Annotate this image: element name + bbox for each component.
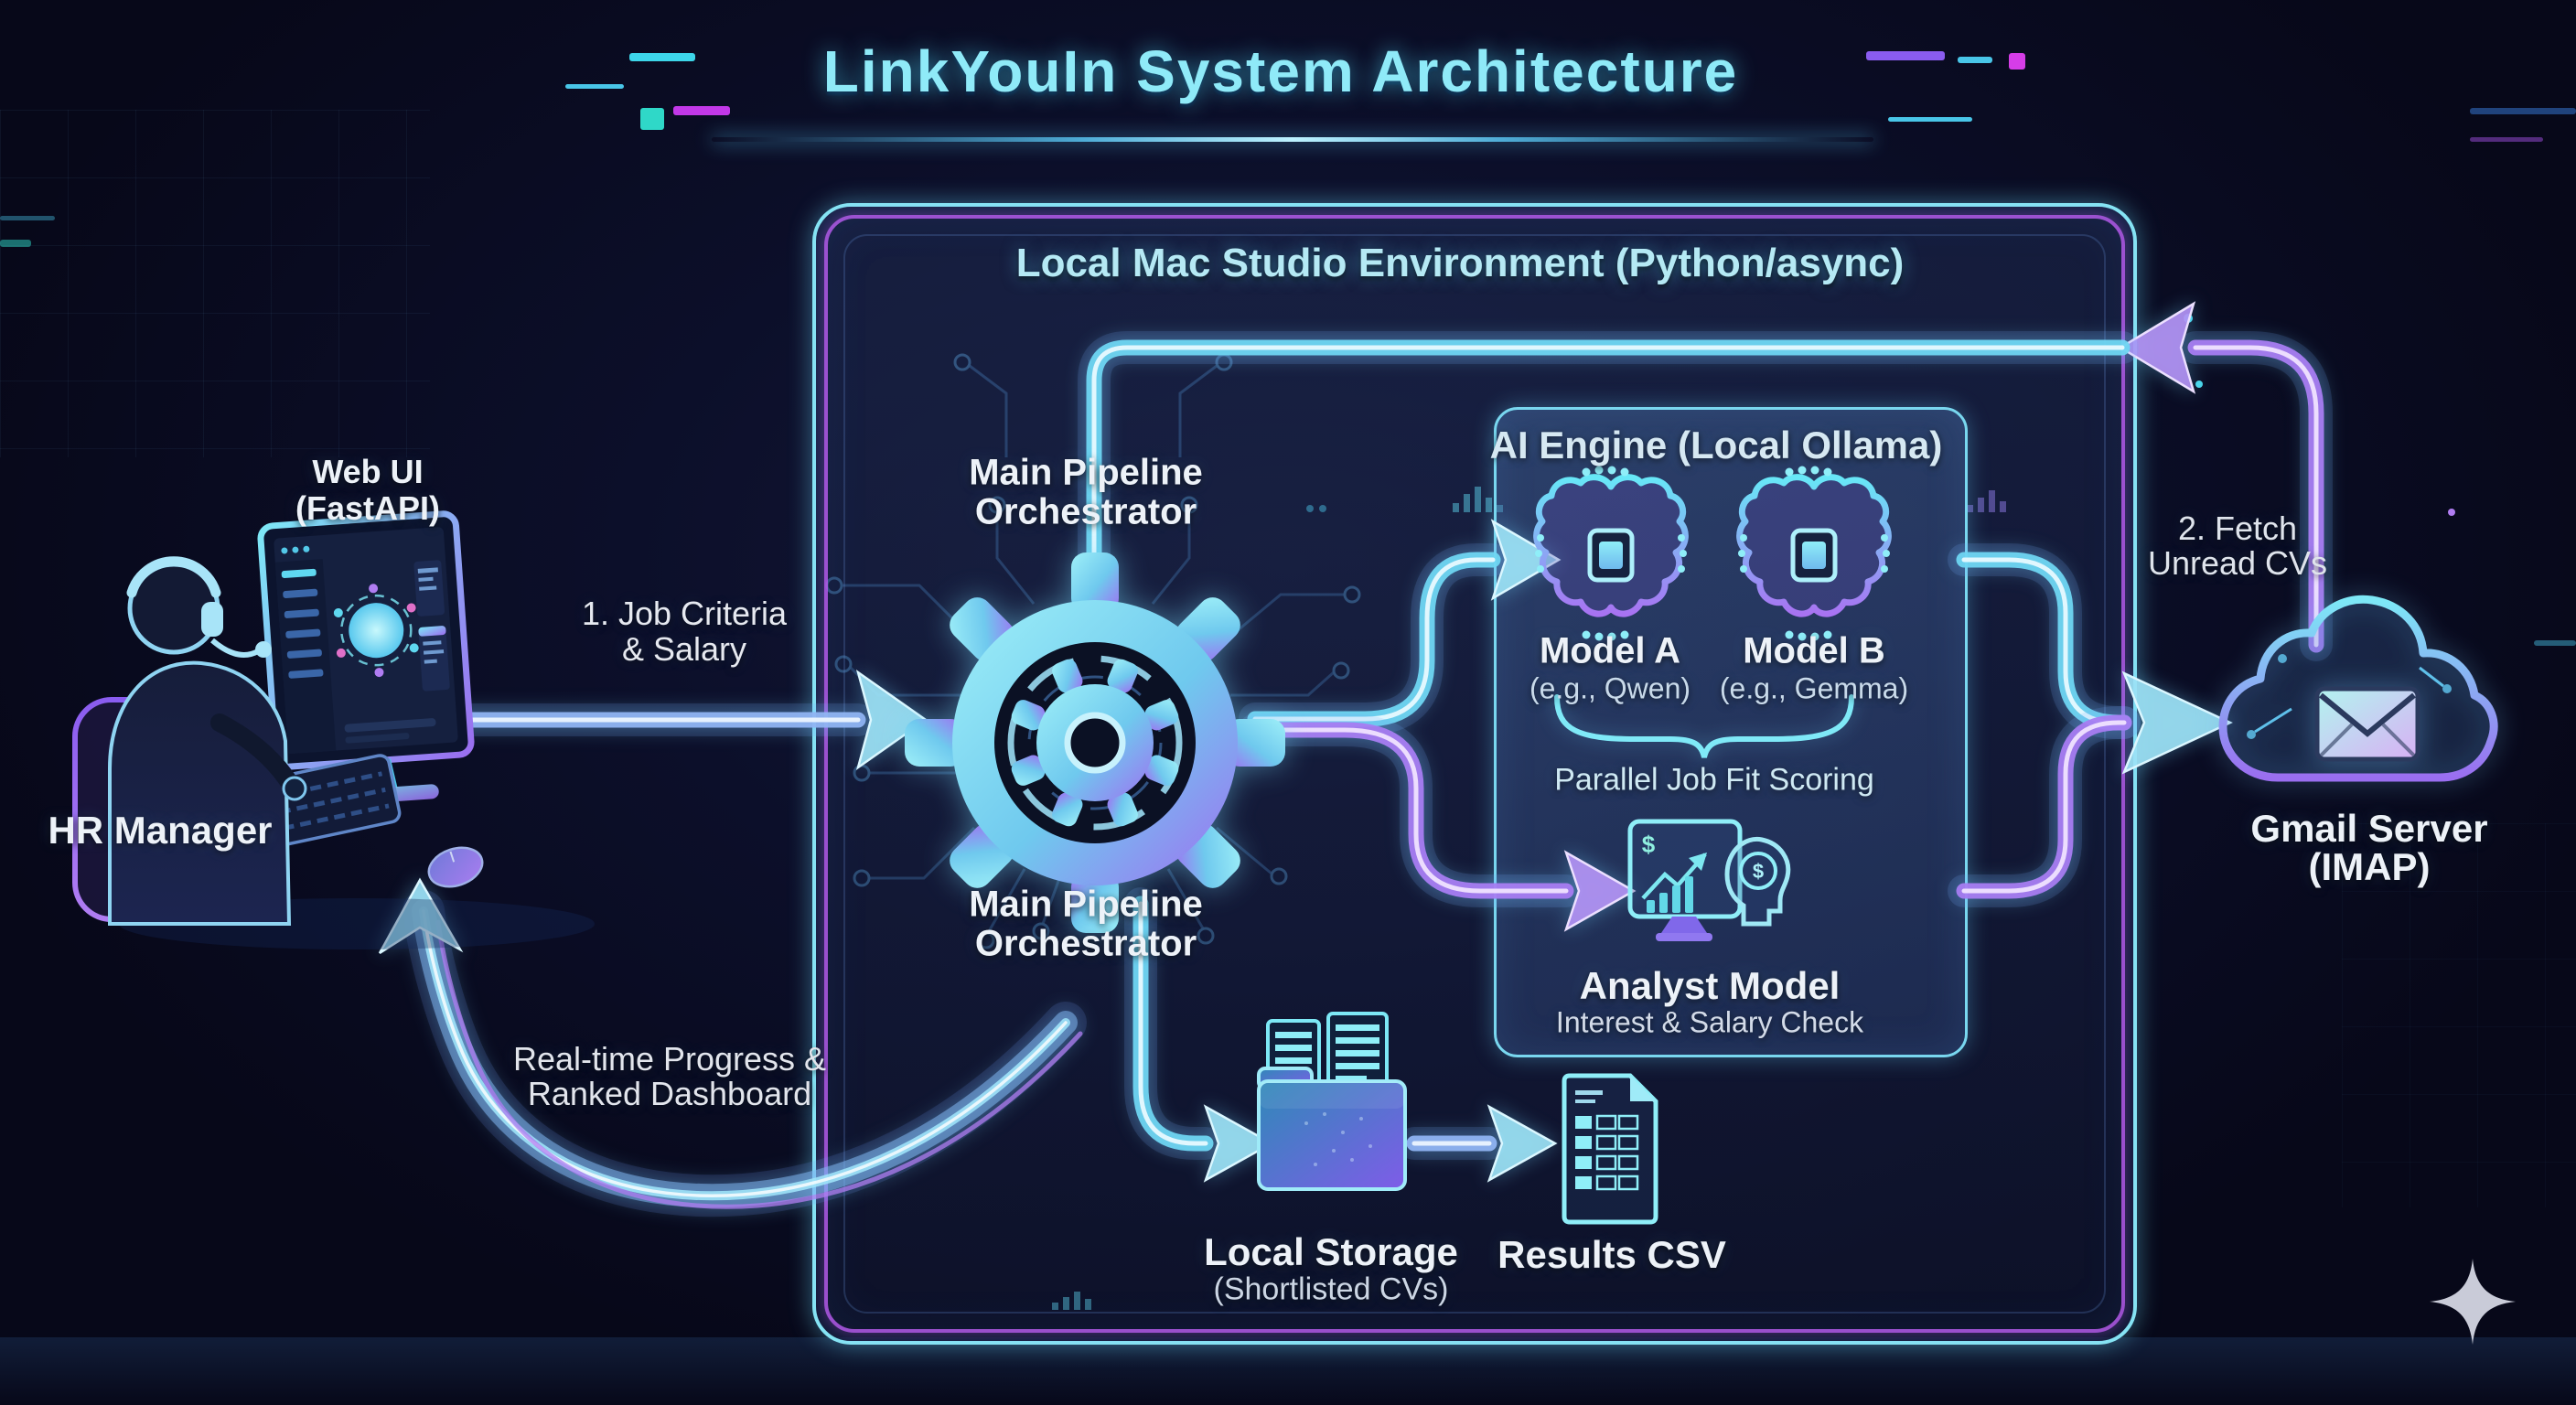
model-a-example: (e.g., Qwen) [1529, 671, 1691, 705]
arrowhead-into-environment [2118, 301, 2196, 394]
parallel-scoring-label: Parallel Job Fit Scoring [1554, 762, 1874, 798]
flow-fetch-cvs-label-line2: Unread CVs [2147, 544, 2328, 582]
environment-box-faint-border [843, 234, 2106, 1314]
folder-documents-icon [1257, 1012, 1407, 1191]
headset-band-icon [126, 556, 221, 598]
flow-job-criteria-label-line1: 1. Job Criteria [581, 595, 788, 632]
arrowhead-to-analyst [1563, 850, 1637, 932]
glitch-decoration [629, 53, 695, 61]
headset-mic-icon [255, 641, 272, 658]
csv-table-document-icon [1562, 1073, 1658, 1225]
mouse [427, 846, 484, 888]
orchestrator-top-label-line1: Main Pipeline [969, 452, 1203, 493]
glitch-decoration [2534, 640, 2576, 646]
web-ui-label-line2: (FastAPI) [295, 489, 441, 527]
hr-manager-hand [282, 776, 307, 801]
brain-chip-icon [1736, 466, 1892, 641]
arrowhead-to-csv [1487, 1104, 1558, 1183]
person-with-headset-at-monitor [72, 510, 595, 949]
flow-realtime-label-line1: Real-time Progress & [512, 1040, 827, 1078]
dashboard-hub-graphic [349, 603, 404, 659]
envelope-icon [2314, 686, 2420, 762]
arrowhead-to-gmail [2121, 670, 2233, 775]
gmail-server-label-line1: Gmail Server [2250, 807, 2488, 850]
arrowhead-to-storage [1203, 1104, 1274, 1183]
glitch-decoration [2470, 108, 2576, 114]
glitch-decoration [1866, 51, 1945, 60]
flow-models-output [1964, 560, 2124, 723]
local-storage-label-line1: Local Storage [1204, 1230, 1458, 1273]
grid-decoration [0, 110, 430, 457]
brain-chip-icon [1533, 466, 1689, 641]
grid-decoration [2342, 823, 2576, 1207]
cloud-envelope-icon [2218, 595, 2498, 782]
glitch-decoration [0, 240, 31, 247]
title-underline [712, 137, 1873, 142]
headset-mic-boom-icon [210, 638, 260, 658]
floor-glow [0, 1337, 2576, 1405]
csv-grid [1575, 1114, 1639, 1191]
gear-icon [905, 552, 1285, 933]
ai-engine-title: AI Engine (Local Ollama) [1489, 424, 1943, 467]
flow-realtime-label-line2: Ranked Dashboard [527, 1075, 812, 1112]
flow-fetch-cvs-label-line1: 2. Fetch [2177, 509, 2298, 547]
glitch-decoration [565, 84, 624, 89]
glitch-decoration [673, 106, 730, 115]
gmail-server-label-line2: (IMAP) [2308, 845, 2431, 888]
results-csv-label: Results CSV [1497, 1233, 1726, 1276]
page-title: LinkYouIn System Architecture [822, 38, 1739, 104]
sparkle-icon [2430, 1259, 2516, 1345]
glitch-decoration [1888, 117, 1972, 122]
environment-title: Local Mac Studio Environment (Python/asy… [1015, 241, 1905, 285]
web-ui-label-line1: Web UI [312, 453, 424, 490]
hr-manager-label: HR Manager [48, 809, 273, 852]
orchestrator-top-label-line2: Orchestrator [974, 491, 1197, 532]
dollar-glyph: $ [1642, 831, 1656, 858]
glitch-decoration [2009, 53, 2025, 70]
analyst-model-label: Analyst Model [1579, 964, 1841, 1007]
glitch-decoration [640, 108, 664, 130]
model-b-label: Model B [1743, 630, 1885, 671]
flow-orchestrator-to-models [1255, 560, 1493, 719]
environment-box-inner-border [824, 215, 2125, 1333]
analyst-chart-head-icon: $ $ [1627, 819, 1791, 941]
orchestrator-bottom-label-line1: Main Pipeline [969, 884, 1203, 925]
hr-manager-body [108, 660, 292, 926]
analyst-model-subtitle: Interest & Salary Check [1555, 1005, 1864, 1039]
glitch-decoration [1958, 57, 1992, 63]
arrowhead-to-orchestrator [855, 669, 928, 771]
dollar-glyph: $ [1753, 860, 1764, 883]
glitch-decoration [2470, 137, 2543, 142]
flow-orchestrator-to-analyst [1255, 730, 1566, 891]
orchestrator-bottom-label-line2: Orchestrator [974, 923, 1197, 964]
flow-job-criteria-label-line2: & Salary [621, 630, 747, 668]
hr-manager-arm [210, 713, 300, 794]
parallel-scoring-brace [1554, 694, 1854, 758]
glitch-decoration [0, 216, 55, 220]
flow-analyst-output [1964, 723, 2124, 891]
headset-earcup-icon [201, 602, 223, 637]
local-storage-label-line2: (Shortlisted CVs) [1213, 1271, 1449, 1307]
model-a-label: Model A [1539, 630, 1681, 671]
model-b-example: (e.g., Gemma) [1719, 671, 1909, 705]
arrowhead-to-hr-manager [378, 877, 464, 955]
